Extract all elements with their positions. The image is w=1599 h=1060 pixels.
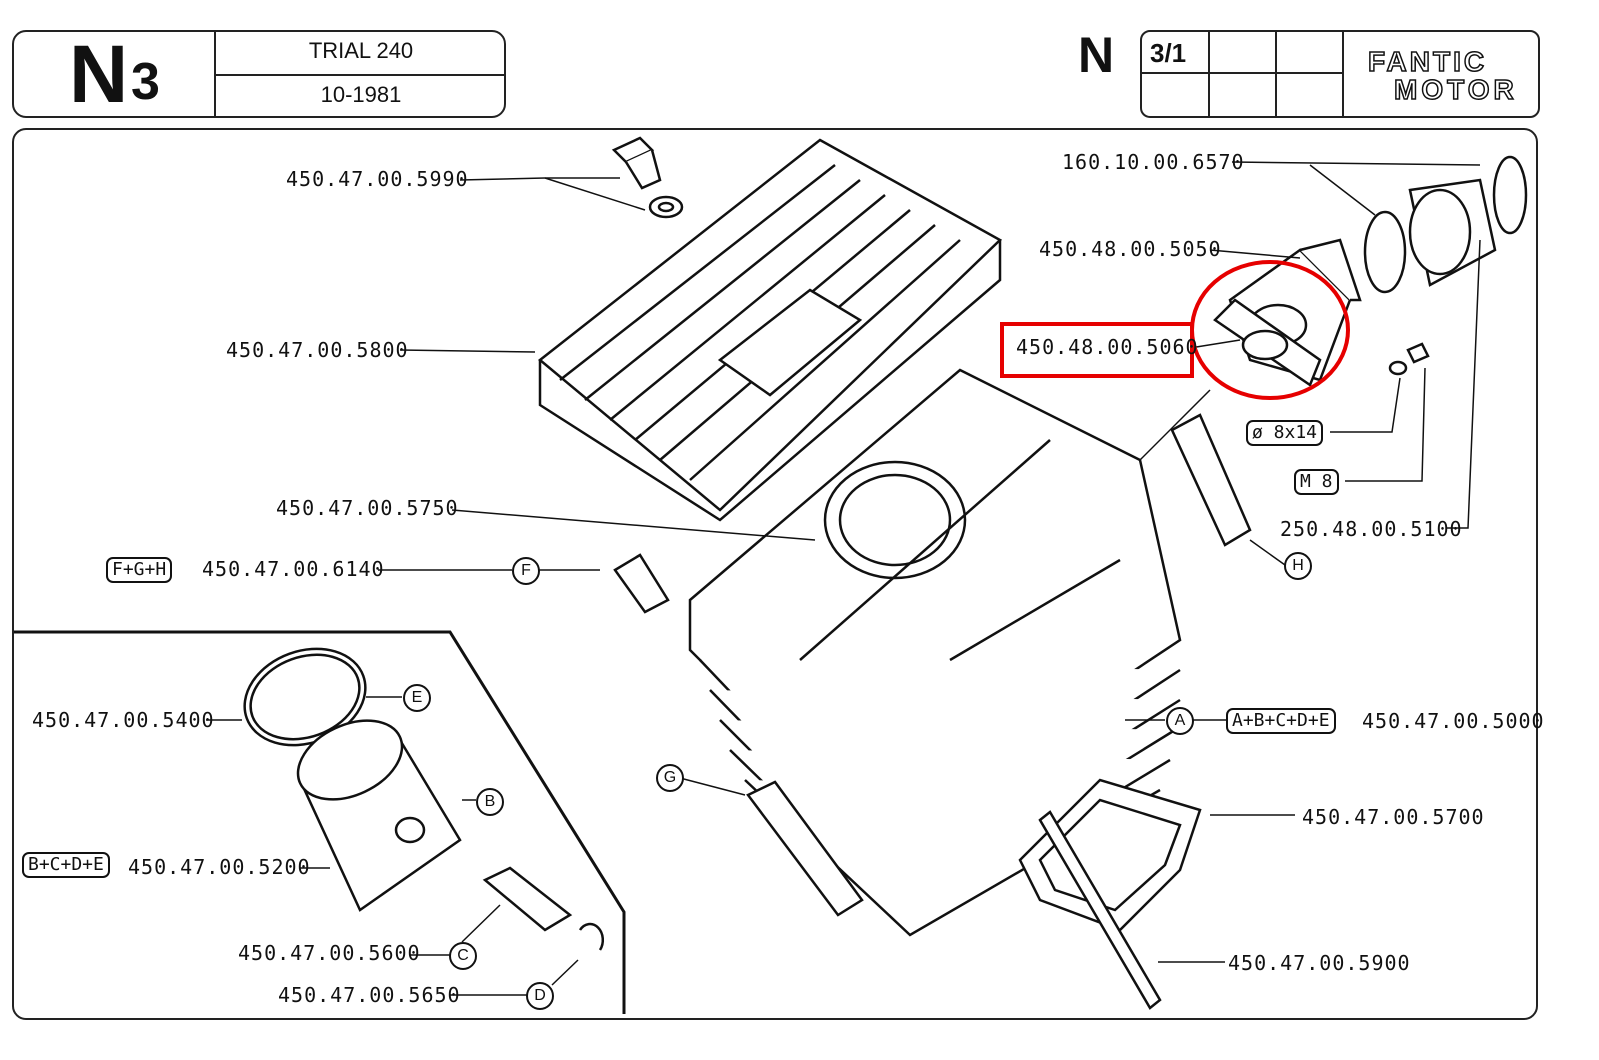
grid-line-v1 (1208, 32, 1210, 116)
grid-line-h (1142, 72, 1342, 74)
part-number-label: 450.47.00.5900 (1228, 951, 1411, 975)
cylinder-stud (1038, 810, 1162, 1010)
model-name: TRIAL 240 (308, 38, 414, 63)
brand-line2: MOTOR (1393, 74, 1518, 105)
part-number-label: 450.47.00.5990 (286, 167, 469, 191)
piston-inset-border (14, 630, 626, 1014)
part-number-label: 450.47.00.5600 (238, 941, 421, 965)
callout-c: C (449, 942, 477, 970)
header-code-number: 3 (131, 53, 160, 111)
grid-line-v3 (1342, 32, 1344, 116)
manifold-gasket (1213, 298, 1322, 387)
kit-tag: B+C+D+E (22, 852, 110, 878)
part-number-label: 450.47.00.6140 (202, 557, 385, 581)
cylinder-head (538, 138, 1003, 522)
callout-f: F (512, 557, 540, 585)
callout-b: B (476, 788, 504, 816)
callout-a: A (1166, 707, 1194, 735)
section-letter: N (1078, 27, 1115, 83)
part-number-label: 450.48.00.5050 (1039, 237, 1222, 261)
piston-group (243, 647, 605, 951)
part-number-label: 250.48.00.5100 (1280, 517, 1463, 541)
part-number-label: 450.47.00.5700 (1302, 805, 1485, 829)
callout-d: D (526, 982, 554, 1010)
callout-h: H (1284, 552, 1312, 580)
base-gasket (1018, 778, 1202, 932)
intake-boot (1363, 155, 1528, 294)
part-number-label-highlighted: 450.48.00.5060 (1016, 335, 1199, 359)
cylinder (688, 368, 1182, 937)
header-divider-h (214, 74, 504, 76)
callout-e: E (403, 684, 431, 712)
part-number-label: 450.47.00.5200 (128, 855, 311, 879)
part-number-label: 450.47.00.5650 (278, 983, 461, 1007)
model-date: 10-1981 (320, 82, 402, 107)
kit-tag: F+G+H (106, 557, 173, 583)
brand-line1: FANTIC (1367, 46, 1488, 77)
header-right-box: 3/1 FANTIC MOTOR (1140, 30, 1540, 118)
part-number-label: 450.47.00.5000 (1362, 709, 1545, 733)
kit-tag: A+B+C+D+E (1226, 708, 1336, 734)
callout-g: G (656, 764, 684, 792)
header-left-box: N 3 TRIAL 240 10-1981 (12, 29, 506, 120)
kit-tag: M 8 (1294, 469, 1339, 495)
part-number-label: 160.10.00.6570 (1062, 150, 1245, 174)
manifold-nut (1388, 342, 1430, 376)
part-number-label: 450.47.00.5800 (226, 338, 409, 362)
page-number: 3/1 (1150, 38, 1187, 68)
kit-tag: ø 8x14 (1246, 420, 1324, 446)
needle-cage-blocks (613, 413, 1252, 917)
leader-lines (206, 161, 1481, 996)
header-code: N 3 (69, 29, 219, 120)
head-bolt (611, 136, 684, 219)
part-number-label: 450.47.00.5400 (32, 708, 215, 732)
header-code-letter: N (69, 29, 129, 120)
highlight-box (1000, 322, 1194, 378)
part-number-label: 450.47.00.5750 (276, 496, 459, 520)
brand-logo: FANTIC MOTOR (1367, 46, 1518, 105)
grid-line-v2 (1275, 32, 1277, 116)
